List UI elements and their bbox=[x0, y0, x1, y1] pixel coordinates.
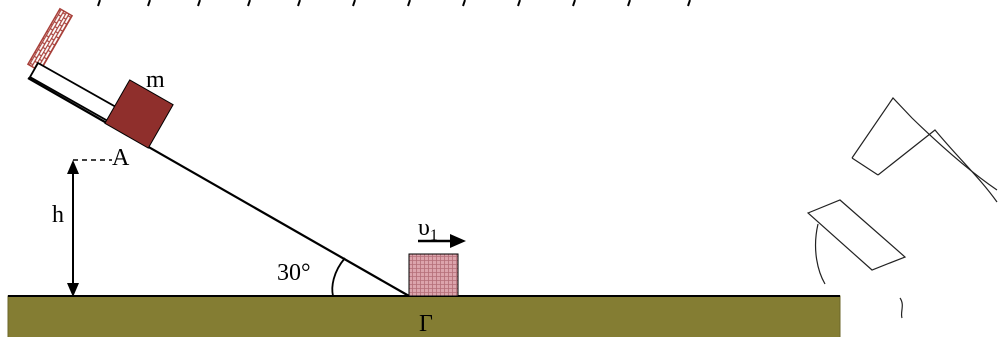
top-cropped-marks bbox=[97, 0, 691, 7]
block-m bbox=[104, 79, 174, 149]
point-gamma-label: Γ bbox=[419, 311, 433, 337]
point-a-label: A bbox=[112, 145, 130, 171]
incline-surface bbox=[27, 77, 410, 297]
velocity-subscript: 1 bbox=[430, 227, 438, 244]
velocity-arrow bbox=[418, 234, 466, 248]
angle-label: 30° bbox=[277, 260, 311, 286]
height-arrow bbox=[67, 160, 79, 297]
velocity-label: υ1 bbox=[418, 215, 438, 244]
ground bbox=[7, 295, 841, 337]
angle-arc bbox=[331, 257, 346, 297]
block-small bbox=[408, 253, 459, 297]
brick-wall-icon bbox=[26, 7, 74, 73]
height-label: h bbox=[52, 202, 64, 228]
velocity-symbol: υ bbox=[418, 215, 430, 241]
number-17-outline-watermark bbox=[806, 97, 998, 319]
mass-label: m bbox=[146, 67, 165, 93]
